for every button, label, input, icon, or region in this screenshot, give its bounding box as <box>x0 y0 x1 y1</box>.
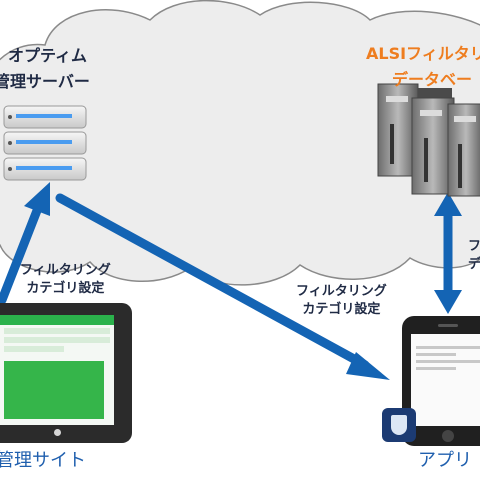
admin-site-label: 管理サイト <box>0 450 86 471</box>
phone-speaker <box>438 324 458 327</box>
phone-screen-line <box>416 360 480 363</box>
tablet-icon <box>0 303 132 443</box>
server-stack-icon <box>3 105 87 181</box>
alsi-db-label-line2: データベー <box>392 70 473 89</box>
arrow-server-to-app <box>55 193 390 380</box>
flow-label-admin-line2: カテゴリ設定 <box>26 281 105 296</box>
flow-label-admin-line1: フィルタリング <box>20 263 111 278</box>
server-rack-icon <box>377 83 480 197</box>
optim-server-label-line2: 管理サーバー <box>0 72 90 91</box>
tablet-header-bar <box>0 315 114 325</box>
flow-label-app: フィルタリング カテゴリ設定 <box>296 283 387 319</box>
app-label: アプリ <box>418 450 472 471</box>
cloud-shape <box>0 0 480 286</box>
alsi-db-label-line1: ALSIフィルタリ <box>366 44 480 63</box>
arrow-admin-to-server <box>0 182 50 305</box>
tablet-row <box>4 346 64 352</box>
phone-screen-line <box>416 346 480 349</box>
phone-screen-line <box>416 367 456 370</box>
phone-screen-line <box>416 353 456 356</box>
flow-label-app-line2: カテゴリ設定 <box>302 302 381 317</box>
flow-label-db-line1: フ <box>468 239 480 254</box>
optim-server-label-line1: オプティム <box>8 46 88 65</box>
flow-label-db-line2: デ <box>468 257 480 272</box>
tablet-content-panel <box>4 361 104 419</box>
tablet-row <box>4 337 110 343</box>
arrow-db-app-bidirectional <box>434 192 462 314</box>
shield-icon <box>391 415 407 435</box>
flow-label-app-line1: フィルタリング <box>296 284 387 299</box>
phone-screen <box>411 334 480 426</box>
tablet-screen <box>0 315 114 425</box>
flow-label-db-partial: フ デ <box>468 238 480 274</box>
tablet-home-button <box>54 429 61 436</box>
phone-home-button <box>442 430 454 442</box>
smartphone-icon <box>402 316 480 446</box>
tablet-row <box>4 328 110 334</box>
flow-label-admin: フィルタリング カテゴリ設定 <box>20 262 111 298</box>
app-shield-icon <box>382 408 416 442</box>
